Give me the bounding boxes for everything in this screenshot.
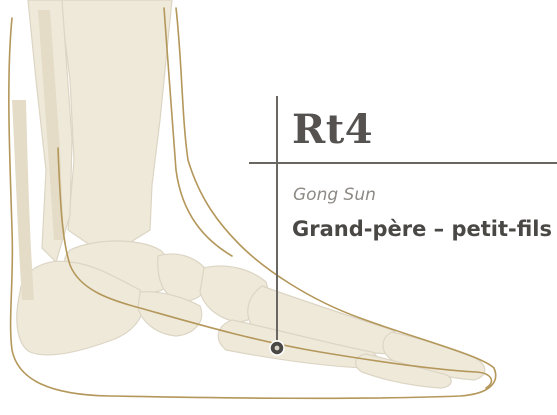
foot-skeleton: [17, 0, 485, 388]
leg-front-contour: [164, 8, 232, 256]
point-pinyin-name: Gong Sun: [293, 184, 376, 206]
acupoint-marker-core: [275, 346, 280, 351]
acupoint-marker-icon: [270, 341, 284, 355]
achilles-tendon: [12, 100, 34, 300]
point-code-title: Rt4: [292, 104, 373, 156]
point-translation-name: Grand-père – petit-fils: [292, 214, 552, 244]
tibia-bone: [60, 0, 172, 250]
